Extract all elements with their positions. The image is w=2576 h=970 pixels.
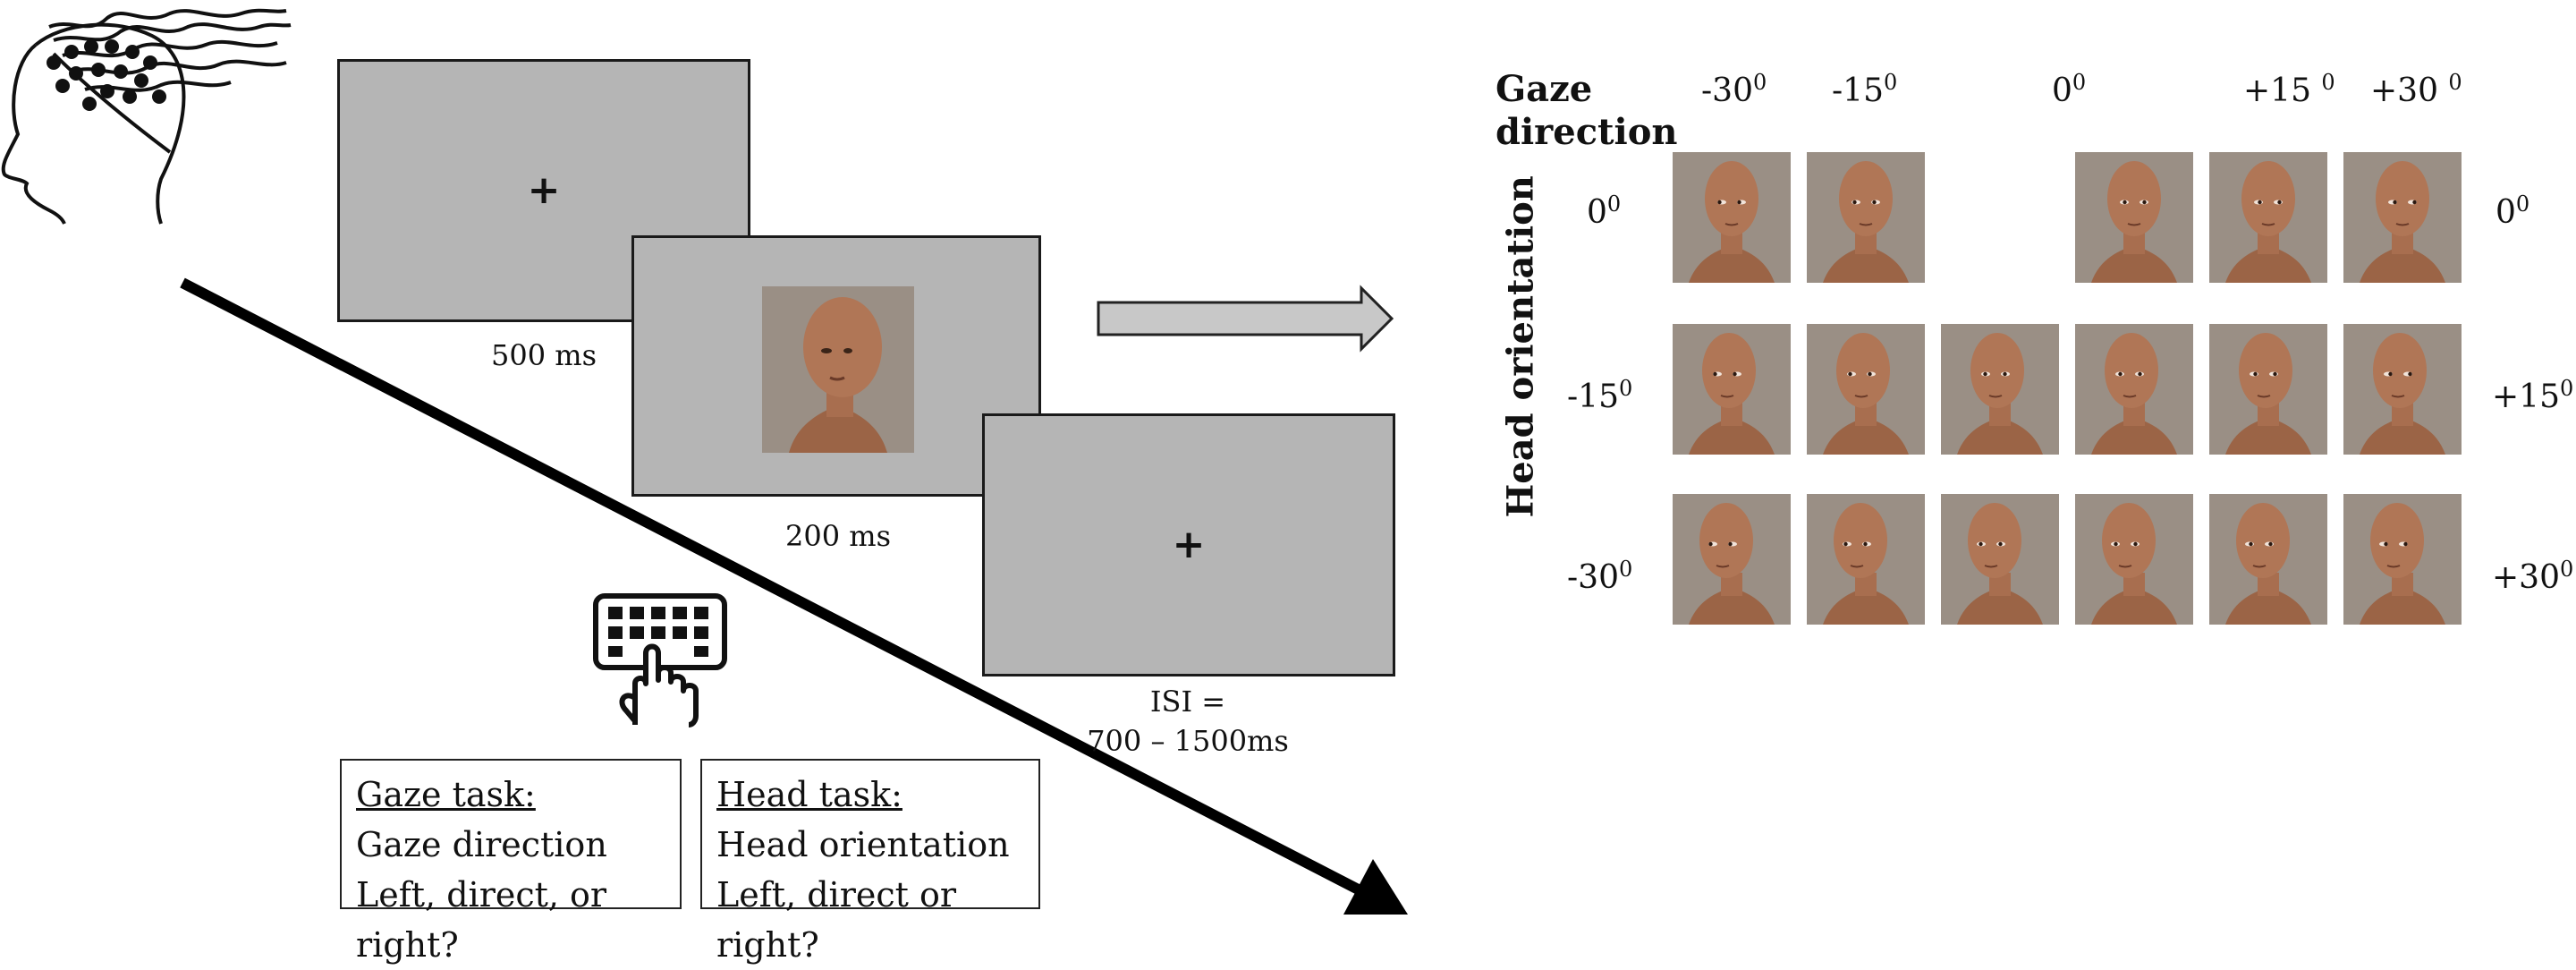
face-thumbnail <box>2075 152 2193 283</box>
isi-label: ISI = 700 – 1500ms <box>1087 682 1289 761</box>
face-thumbnail <box>1673 324 1791 455</box>
face-thumbnail <box>2343 152 2462 283</box>
head-row-label-left-value: -15 <box>1567 379 1619 415</box>
face-thumbnail <box>2075 324 2193 455</box>
head-row-label-left: -300 <box>1567 557 1632 596</box>
head-row-label-right-degree: 0 <box>2515 191 2530 217</box>
face-thumbnail <box>2343 324 2462 455</box>
gaze-task-line1: Gaze direction <box>356 825 607 864</box>
gaze-column-label: -300 <box>1701 70 1767 109</box>
face-thumbnail <box>1807 324 1925 455</box>
head-row-label-right: +300 <box>2492 557 2573 596</box>
head-row-label-left-value: -30 <box>1567 559 1619 596</box>
duration-label-500: 500 ms <box>490 338 597 372</box>
gaze-task-box: Gaze task: Gaze direction Left, direct, … <box>340 759 682 965</box>
gaze-column-label-value: 0 <box>2052 72 2072 109</box>
face-thumbnail <box>2209 152 2327 283</box>
gaze-column-label: +30 0 <box>2370 70 2462 109</box>
gaze-task-line2: Left, direct, or right? <box>356 875 607 965</box>
face-thumbnail <box>1673 152 1791 283</box>
isi-label-line1: ISI = <box>1149 685 1226 719</box>
fixation-cross: + <box>527 167 561 213</box>
flow-arrow <box>1097 285 1394 353</box>
gaze-column-label-value: +30 <box>2370 72 2449 109</box>
isi-label-line2: 700 – 1500ms <box>1087 724 1289 758</box>
gaze-task-title: Gaze task: <box>356 775 536 814</box>
head-row-label-right-value: 0 <box>2496 194 2516 231</box>
head-task-line2: Left, direct or right? <box>716 875 957 965</box>
gaze-column-label: 00 <box>2052 70 2086 109</box>
head-task-line1: Head orientation <box>716 825 1010 864</box>
face-thumbnail <box>1941 324 2059 455</box>
head-task-title: Head task: <box>716 775 902 814</box>
face-thumbnail <box>1807 494 1925 625</box>
face-thumbnail <box>2209 494 2327 625</box>
gaze-column-label-degree: 0 <box>1883 70 1898 95</box>
face-thumbnail <box>2075 494 2193 625</box>
gaze-column-label-degree: 0 <box>2072 70 2087 95</box>
face-stimulus-image <box>762 286 914 453</box>
face-thumbnail <box>1807 152 1925 283</box>
face-thumbnail <box>1941 494 2059 625</box>
head-row-label-left: 00 <box>1587 191 1621 231</box>
gaze-column-label: -150 <box>1832 70 1897 109</box>
gaze-direction-axis-label: Gaze direction <box>1496 68 1678 153</box>
head-task-box: Head task: Head orientation Left, direct… <box>700 759 1040 965</box>
duration-label-200: 200 ms <box>784 519 892 553</box>
gaze-column-label-value: -30 <box>1701 72 1753 109</box>
head-row-label-right-degree: 0 <box>2559 557 2574 582</box>
face-stimulus-screen <box>631 235 1041 497</box>
head-row-label-left-degree: 0 <box>1606 191 1622 217</box>
head-row-label-right: 00 <box>2496 191 2529 231</box>
head-row-label-right: +150 <box>2492 376 2573 415</box>
head-row-label-right-value: +30 <box>2492 559 2560 596</box>
eeg-head-icon <box>0 0 295 233</box>
head-orientation-axis-label: Head orientation <box>1499 175 1542 518</box>
head-row-label-left-value: 0 <box>1587 194 1607 231</box>
timeline-arrow <box>180 277 1408 915</box>
head-row-label-right-value: +15 <box>2492 379 2560 415</box>
gaze-column-label-degree: 0 <box>2448 70 2462 95</box>
head-row-label-left-degree: 0 <box>1618 557 1633 582</box>
head-row-label-left: -150 <box>1567 376 1632 415</box>
face-thumbnail <box>2343 494 2462 625</box>
head-row-label-right-degree: 0 <box>2559 376 2574 401</box>
face-thumbnail <box>1673 494 1791 625</box>
gaze-column-label: +15 0 <box>2243 70 2335 109</box>
head-row-label-left-degree: 0 <box>1618 376 1633 401</box>
gaze-column-label-value: -15 <box>1832 72 1884 109</box>
gaze-column-label-value: +15 <box>2243 72 2322 109</box>
fixation-screen-2: + <box>982 413 1395 676</box>
face-thumbnail <box>2209 324 2327 455</box>
fixation-cross: + <box>1172 522 1206 567</box>
gaze-column-label-degree: 0 <box>1752 70 1767 95</box>
gaze-column-label-degree: 0 <box>2321 70 2335 95</box>
keyboard-hand-icon <box>590 591 730 730</box>
